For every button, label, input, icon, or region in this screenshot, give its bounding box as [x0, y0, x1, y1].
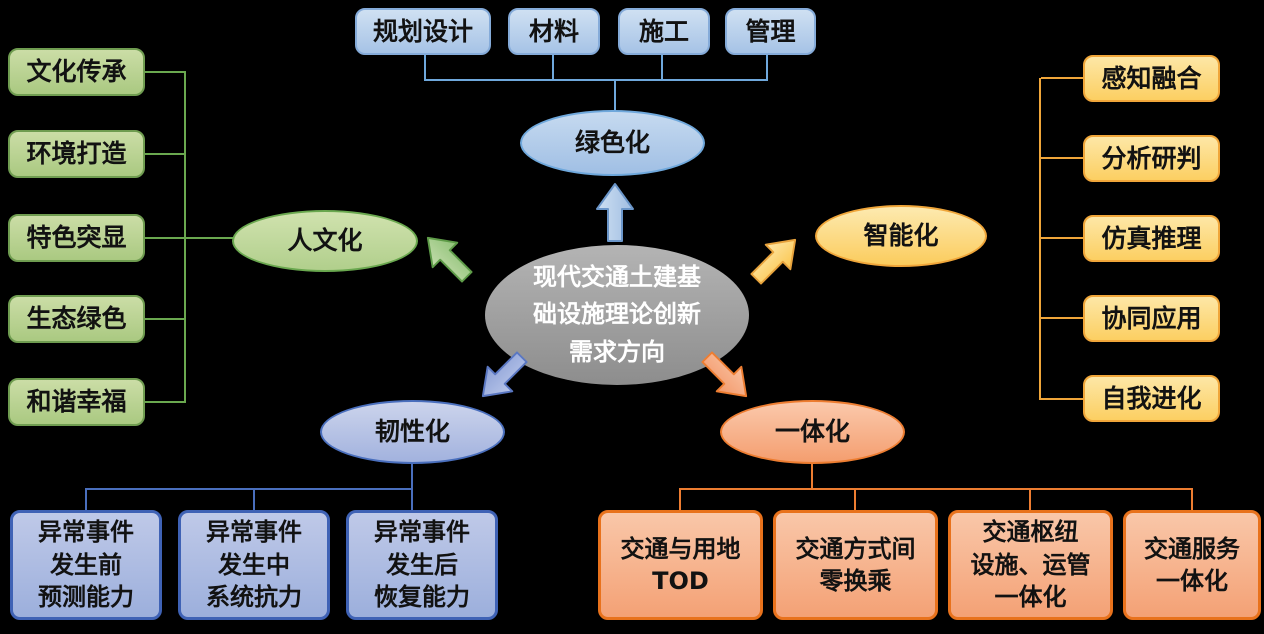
down-right-arrow-icon: [701, 351, 748, 398]
integration-item-label: 交通方式间 零换乘: [795, 534, 916, 595]
integration-node: 一体化: [720, 400, 905, 464]
connector-line: [1039, 78, 1041, 400]
greenization-node: 绿色化: [520, 110, 705, 176]
greenization-item-label: 施工: [638, 16, 689, 46]
intelligentization-item-box: 感知融合: [1083, 55, 1220, 102]
humanization-item-label: 文化传承: [26, 57, 127, 87]
right-arrow-icon: [750, 238, 797, 285]
greenization-item-box: 材料: [508, 8, 600, 55]
resilience-label: 韧性化: [374, 417, 450, 447]
connector-line: [85, 488, 413, 490]
connector-line: [424, 55, 426, 80]
connector-line: [1191, 488, 1193, 510]
greenization-item-label: 材料: [528, 16, 579, 46]
connector-line: [1041, 157, 1083, 159]
humanization-item-box: 特色突显: [8, 214, 145, 262]
connector-line: [811, 464, 813, 489]
humanization-item-box: 生态绿色: [8, 295, 145, 343]
resilience-item-box: 异常事件 发生前 预测能力: [10, 510, 162, 620]
greenization-item-label: 规划设计: [372, 16, 473, 46]
resilience-item-label: 异常事件 发生中 系统抗力: [206, 518, 302, 612]
intelligentization-item-box: 协同应用: [1083, 295, 1220, 342]
humanization-item-label: 环境打造: [26, 139, 127, 169]
humanization-item-label: 生态绿色: [26, 304, 127, 334]
connector-line: [552, 55, 554, 80]
connector-line: [424, 79, 768, 81]
integration-item-box: 交通方式间 零换乘: [773, 510, 938, 620]
resilience-node: 韧性化: [320, 400, 505, 464]
connector-line: [1041, 317, 1083, 319]
connector-line: [679, 488, 681, 510]
connector-line: [1041, 398, 1083, 400]
connector-line: [145, 237, 233, 239]
integration-item-label: 交通与用地 TOD: [620, 534, 741, 595]
connector-line: [1041, 237, 1083, 239]
resilience-item-label: 异常事件 发生前 预测能力: [38, 518, 134, 612]
intelligentization-item-label: 分析研判: [1101, 143, 1202, 173]
connector-line: [85, 488, 87, 510]
connector-line: [411, 488, 413, 510]
intelligentization-item-label: 协同应用: [1101, 303, 1202, 333]
integration-item-label: 交通枢纽 设施、运管 一体化: [970, 518, 1091, 612]
down-left-arrow-icon: [481, 351, 528, 398]
intelligentization-item-label: 仿真推理: [1101, 223, 1202, 253]
connector-line: [614, 79, 616, 111]
connector-line: [253, 488, 255, 510]
intelligentization-item-box: 自我进化: [1083, 375, 1220, 422]
resilience-item-box: 异常事件 发生后 恢复能力: [346, 510, 498, 620]
integration-item-box: 交通服务 一体化: [1123, 510, 1261, 620]
connector-line: [411, 464, 413, 489]
connector-line: [145, 318, 185, 320]
integration-item-box: 交通枢纽 设施、运管 一体化: [948, 510, 1113, 620]
humanization-node: 人文化: [232, 210, 418, 272]
greenization-item-box: 施工: [618, 8, 710, 55]
connector-line: [145, 401, 185, 403]
intelligentization-item-box: 仿真推理: [1083, 215, 1220, 262]
center-label: 现代交通土建基 础设施理论创新 需求方向: [533, 263, 701, 366]
resilience-item-box: 异常事件 发生中 系统抗力: [178, 510, 330, 620]
integration-label: 一体化: [774, 417, 850, 447]
connector-line: [1041, 77, 1083, 79]
intelligentization-label: 智能化: [863, 221, 939, 251]
greenization-item-box: 规划设计: [355, 8, 491, 55]
intelligentization-item-label: 自我进化: [1101, 383, 1202, 413]
greenization-label: 绿色化: [574, 128, 650, 158]
connector-line: [1029, 488, 1031, 510]
connector-line: [145, 153, 185, 155]
connector-line: [661, 55, 663, 80]
integration-item-box: 交通与用地 TOD: [598, 510, 763, 620]
intelligentization-item-label: 感知融合: [1101, 63, 1202, 93]
integration-item-label: 交通服务 一体化: [1144, 534, 1240, 595]
humanization-item-box: 文化传承: [8, 48, 145, 96]
humanization-label: 人文化: [287, 226, 363, 256]
connector-line: [679, 488, 1193, 490]
greenization-item-label: 管理: [745, 16, 796, 46]
connector-line: [766, 55, 768, 80]
intelligentization-node: 智能化: [815, 205, 987, 267]
humanization-item-label: 特色突显: [26, 223, 127, 253]
greenization-item-box: 管理: [725, 8, 816, 55]
up-arrow-icon: [596, 183, 634, 242]
resilience-item-label: 异常事件 发生后 恢复能力: [374, 518, 470, 612]
left-arrow-icon: [426, 236, 473, 283]
connector-line: [854, 488, 856, 510]
humanization-item-box: 和谐幸福: [8, 378, 145, 426]
intelligentization-item-box: 分析研判: [1083, 135, 1220, 182]
connector-line: [145, 71, 185, 73]
humanization-item-label: 和谐幸福: [26, 387, 127, 417]
humanization-item-box: 环境打造: [8, 130, 145, 178]
